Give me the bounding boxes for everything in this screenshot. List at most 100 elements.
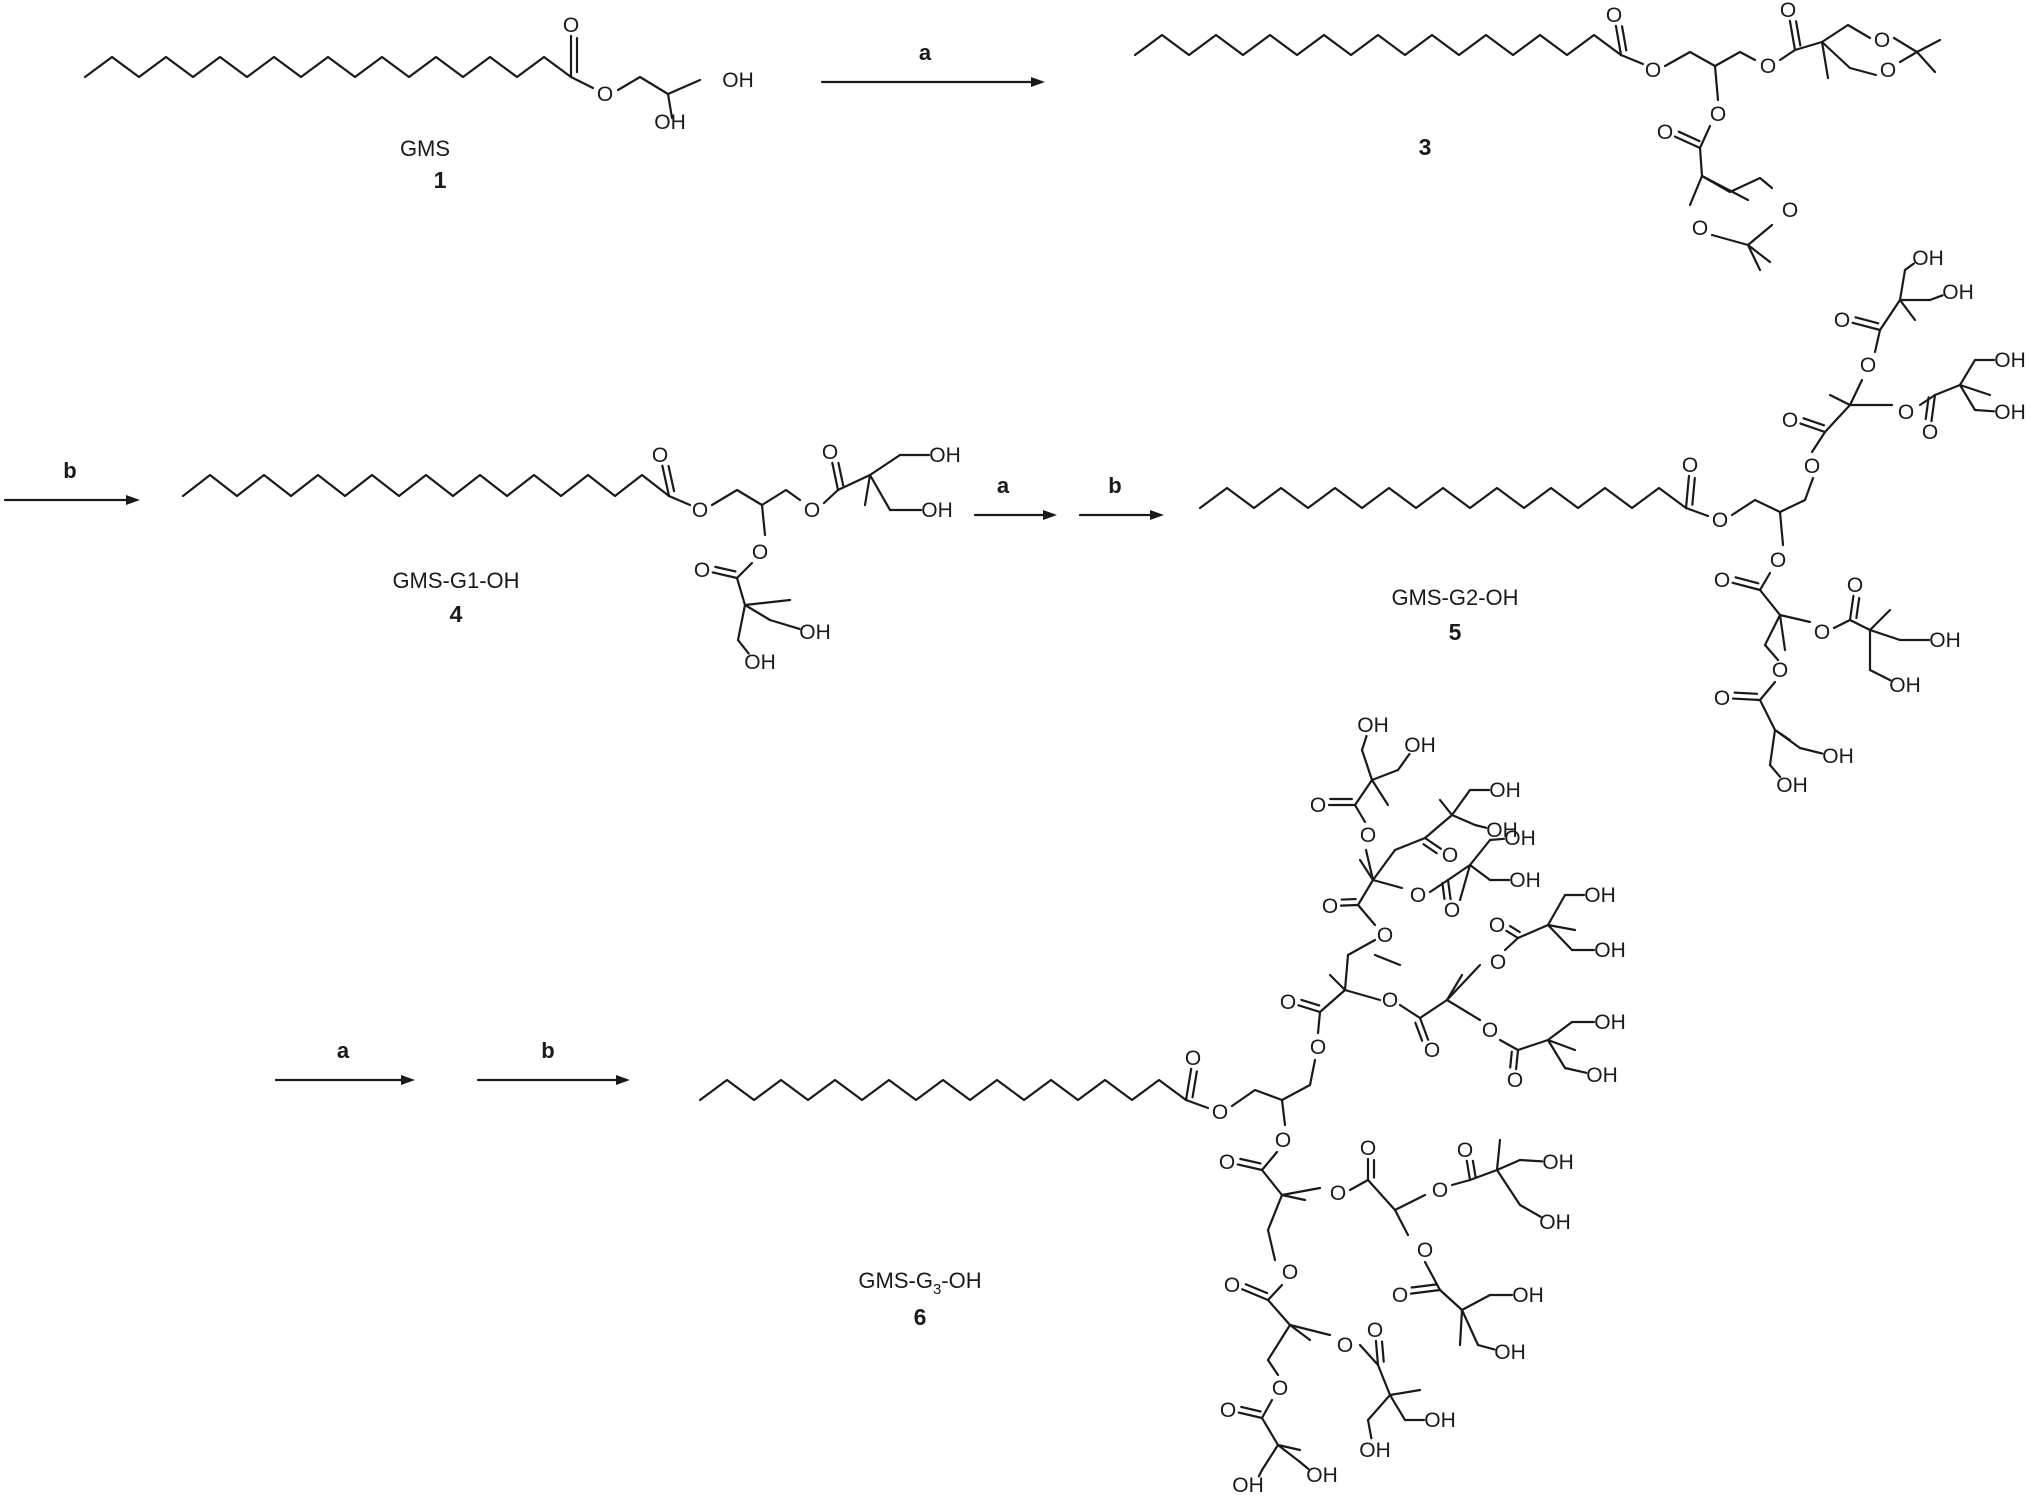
bond xyxy=(1498,1038,1520,1052)
bond xyxy=(1356,878,1375,907)
methyl-bond xyxy=(1828,393,1852,407)
bond xyxy=(1376,1363,1392,1397)
alkyl-chain xyxy=(83,55,573,79)
reagent-label-b: b xyxy=(63,458,76,483)
double-bond xyxy=(1410,1283,1437,1289)
bond xyxy=(1396,752,1411,772)
oxygen-label: O xyxy=(652,444,668,467)
oxygen-label: O xyxy=(1507,1069,1523,1092)
methyl-bond xyxy=(1328,973,1347,992)
hydroxyl-label: OH xyxy=(1942,281,1974,304)
hydroxyl-label: OH xyxy=(929,444,961,467)
oxygen-label: O xyxy=(1874,29,1890,52)
bond-chain xyxy=(1820,23,1872,44)
bond xyxy=(1768,728,1777,767)
compound-labels: GMS 1 3 GMS-G1-OH 4 GMS-G2-OH 5 GMS-G3-O… xyxy=(392,134,1518,1330)
double-bond xyxy=(1731,697,1762,702)
double-bond xyxy=(1691,477,1696,506)
oxygen-label: O xyxy=(1322,895,1338,918)
bond xyxy=(1266,1283,1284,1302)
reagent-label-a: a xyxy=(919,40,932,65)
arrow-head xyxy=(126,495,140,505)
oxygen-label: O xyxy=(1424,1039,1440,1062)
double-bond xyxy=(1799,422,1827,434)
bond xyxy=(1933,383,1962,397)
bond xyxy=(1318,988,1347,1014)
double-bond xyxy=(1409,1288,1442,1295)
bond xyxy=(1958,358,1977,387)
methyl-bond xyxy=(1370,778,1390,807)
oxygen-label: O xyxy=(1282,1261,1298,1284)
oxygen-label: O xyxy=(1657,121,1673,144)
methyl-bond xyxy=(1458,1308,1464,1347)
oxygen-label: O xyxy=(1337,1334,1353,1357)
hydroxyl-label: OH xyxy=(1912,247,1944,270)
bond xyxy=(1758,571,1772,592)
methyl-bond xyxy=(1700,174,1750,202)
bond xyxy=(1763,643,1780,662)
hydroxyl-label: OH xyxy=(1929,629,1961,652)
bond xyxy=(1619,53,1645,66)
bond xyxy=(1266,1298,1292,1327)
oxygen-label: O xyxy=(692,499,708,522)
oxygen-label: O xyxy=(1432,1179,1448,1202)
methyl-bond xyxy=(863,473,872,507)
double-bond xyxy=(1184,1067,1193,1102)
oxygen-label: O xyxy=(1310,1036,1326,1059)
bond xyxy=(1450,788,1472,817)
bond xyxy=(1518,1158,1544,1163)
double-bond xyxy=(1191,1070,1198,1099)
bond xyxy=(1353,778,1374,807)
bond xyxy=(1873,328,1882,354)
methyl-bond xyxy=(1820,40,1830,80)
bond xyxy=(1460,1308,1480,1347)
bond xyxy=(1903,262,1915,272)
hydroxyl-label: OH xyxy=(1494,1341,1526,1364)
double-bond xyxy=(1422,843,1438,855)
bond xyxy=(1495,1168,1522,1207)
oxygen-label: O xyxy=(1220,1399,1236,1422)
oxygen-label: O xyxy=(1219,1151,1235,1174)
methyl-bond xyxy=(1773,728,1792,742)
double-bond xyxy=(1924,396,1930,421)
reagent-label-a: a xyxy=(337,1038,350,1063)
oxygen-label: O xyxy=(804,499,820,522)
bond xyxy=(1393,1193,1427,1212)
bond xyxy=(1438,1288,1464,1312)
double-bond xyxy=(1241,1288,1270,1302)
bond xyxy=(1445,998,1482,1022)
bond xyxy=(1848,378,1864,407)
double-bond xyxy=(1297,1004,1322,1014)
hydroxyl-label: OH xyxy=(1994,349,2026,372)
bond xyxy=(1468,1168,1499,1182)
double-bond xyxy=(1794,20,1802,47)
bond xyxy=(1393,1208,1410,1237)
bond xyxy=(1260,1150,1279,1172)
bond xyxy=(1868,628,1902,642)
hydroxyl-label: OH xyxy=(1822,745,1854,768)
hydroxyl-label: OH xyxy=(1509,869,1541,892)
bond xyxy=(1476,1343,1496,1351)
double-bond xyxy=(1620,25,1628,52)
double-bond xyxy=(1339,903,1360,907)
bond xyxy=(1364,848,1375,882)
compound-6-number: 6 xyxy=(914,1304,927,1330)
bond xyxy=(1423,1260,1442,1292)
bond xyxy=(1280,1098,1287,1127)
oxygen-label: O xyxy=(1310,794,1326,817)
bond-chain xyxy=(1730,476,1815,517)
bond xyxy=(1423,813,1454,840)
bond xyxy=(1343,953,1350,992)
bond xyxy=(1468,838,1492,867)
bond xyxy=(1460,1293,1492,1312)
alkyl-chain xyxy=(698,1078,1188,1102)
bond xyxy=(1276,1443,1302,1464)
bond xyxy=(1393,836,1427,852)
oxygen-label: O xyxy=(1442,844,1458,867)
bond xyxy=(1358,1343,1380,1367)
double-bond xyxy=(1236,1163,1264,1172)
methyl-bond xyxy=(1280,1193,1307,1202)
double-bond xyxy=(1855,596,1861,620)
